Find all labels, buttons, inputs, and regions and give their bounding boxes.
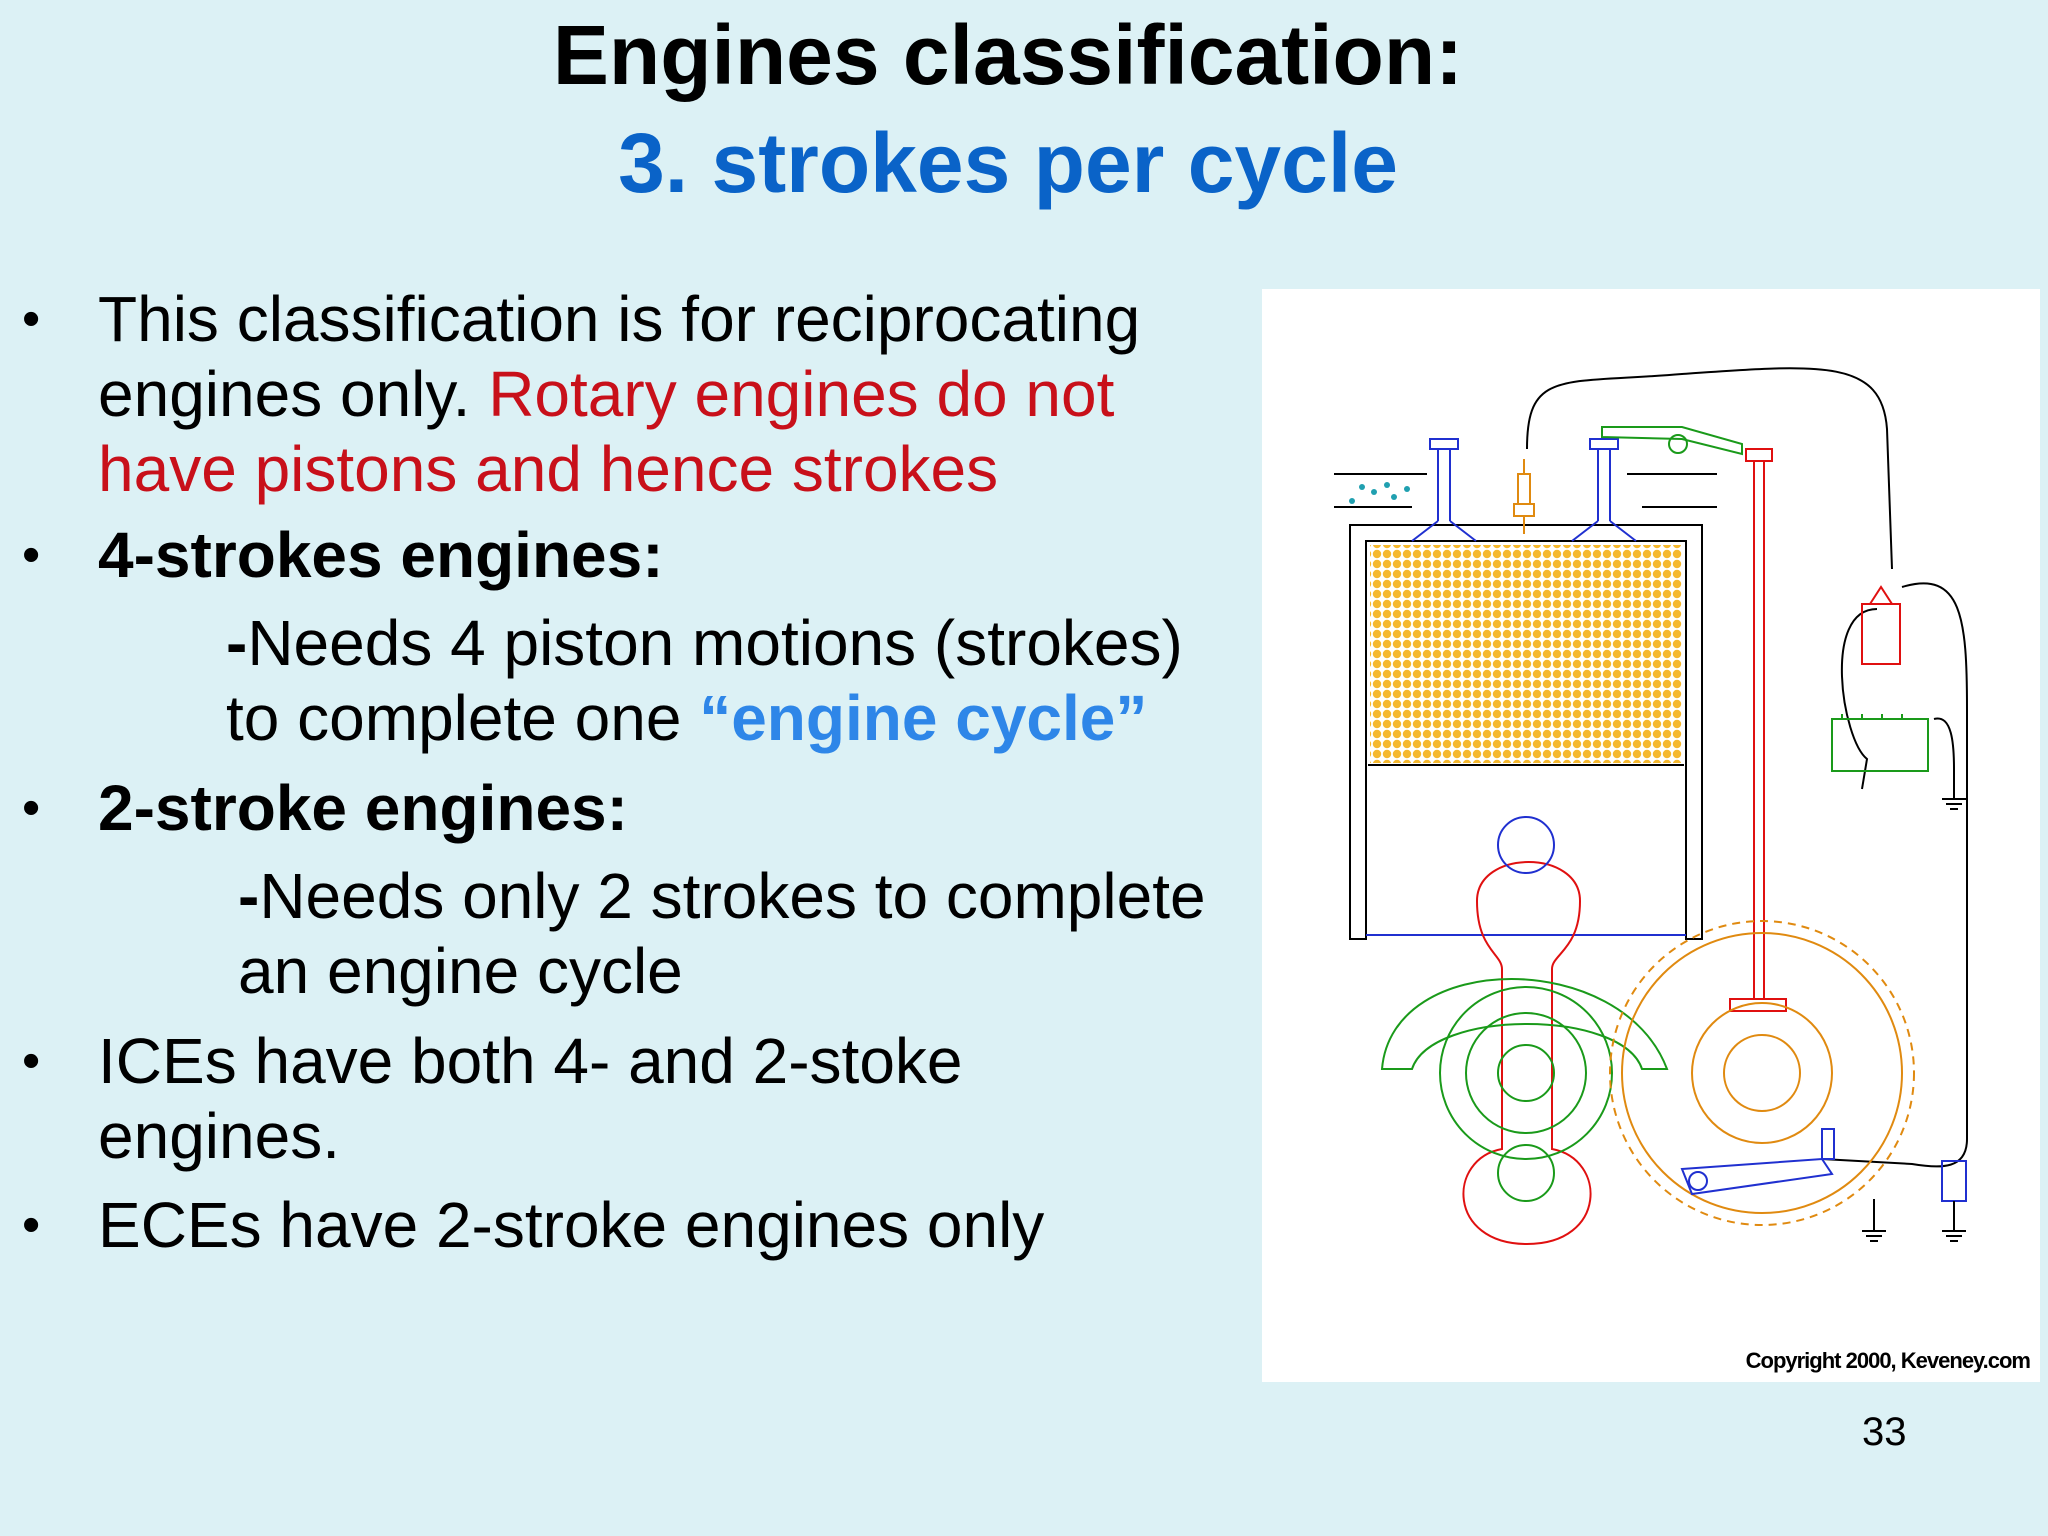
battery [1831,718,1929,772]
camshaft-gear [1609,920,1915,1226]
engine-diagram: Copyright 2000, Keveney.com [1262,289,2040,1382]
ignition-wire [1526,367,1893,570]
intake-valve [1411,438,1477,542]
sub-text: Needs only 2 strokes to complete [259,860,1206,932]
crank-pin [1497,1144,1555,1202]
title-line-1: Engines classification: [552,8,1464,102]
sub-dash: - [226,607,248,679]
coil-terminal [1868,585,1894,605]
crankshaft-gear [1439,986,1613,1160]
battery-terminals [1841,714,1903,719]
bullet-4-line-1: ICEs have both 4- and 2-stoke [98,1025,963,1097]
bullet-1-text-plain: engines only. [98,358,489,430]
bullet-1-line-3: have pistons and hence strokes [98,433,999,505]
bullet-1-line-2: engines only. Rotary engines do not [98,357,1114,432]
sub-dash: - [238,860,260,932]
bullet-marker: • [22,779,41,837]
bullet-2-sub-line-2: to complete one “engine cycle” [226,681,1147,756]
coil-wire [1840,608,1878,790]
exhaust-port [1627,473,1717,508]
bullet-3-sub-line-2: an engine cycle [238,935,683,1007]
rocker-arm [1601,426,1743,456]
bullet-2-heading: 4-strokes engines: [98,519,664,591]
bullet-1-text-red: Rotary engines do not [488,358,1115,430]
cylinder-wall [1349,524,1703,940]
page-number: 33 [1862,1410,1907,1454]
return-wire [1821,582,1968,1168]
sub-text: Needs 4 piston motions (strokes) [247,607,1183,679]
title-line-2: 3. strokes per cycle [618,116,1398,210]
bullet-2-sub-line-1: -Needs 4 piston motions (strokes) [226,606,1183,681]
ignition-coil [1861,603,1901,665]
bullet-marker: • [22,1032,41,1090]
bullet-1-line-1: This classification is for reciprocating [98,283,1141,355]
sub-text-plain: to complete one [226,682,700,754]
bullet-3-sub-line-1: -Needs only 2 strokes to complete [238,859,1206,934]
breaker-points [1680,1128,1835,1196]
ground-symbol [1862,1221,1886,1242]
engine-illustration [1334,367,1968,1246]
connecting-rod [1462,861,1592,1246]
exhaust-valve [1571,438,1637,542]
bullet-marker: • [22,526,41,584]
bullet-4-line-2: engines. [98,1100,340,1172]
spark-plug [1513,459,1535,534]
figure-copyright: Copyright 2000, Keveney.com [1745,1348,2031,1373]
breaker-capacitor [1941,1160,1967,1202]
wrist-pin [1497,816,1555,874]
fuel-mixture [1370,545,1682,763]
crank-counterweight [1380,978,1669,1070]
bullet-marker: • [22,290,41,348]
fuel-droplets [1349,482,1410,504]
battery-wire [1933,717,1955,789]
ground-symbol [1942,789,1966,810]
bullet-5-line-1: ECEs have 2-stroke engines only [98,1189,1045,1261]
bullet-marker: • [22,1196,41,1254]
pushrod [1729,448,1787,1012]
bullet-3-heading: 2-stroke engines: [98,772,628,844]
intake-port [1334,473,1427,508]
engine-cycle-highlight: “engine cycle” [699,682,1148,754]
ground-symbol [1942,1221,1966,1242]
